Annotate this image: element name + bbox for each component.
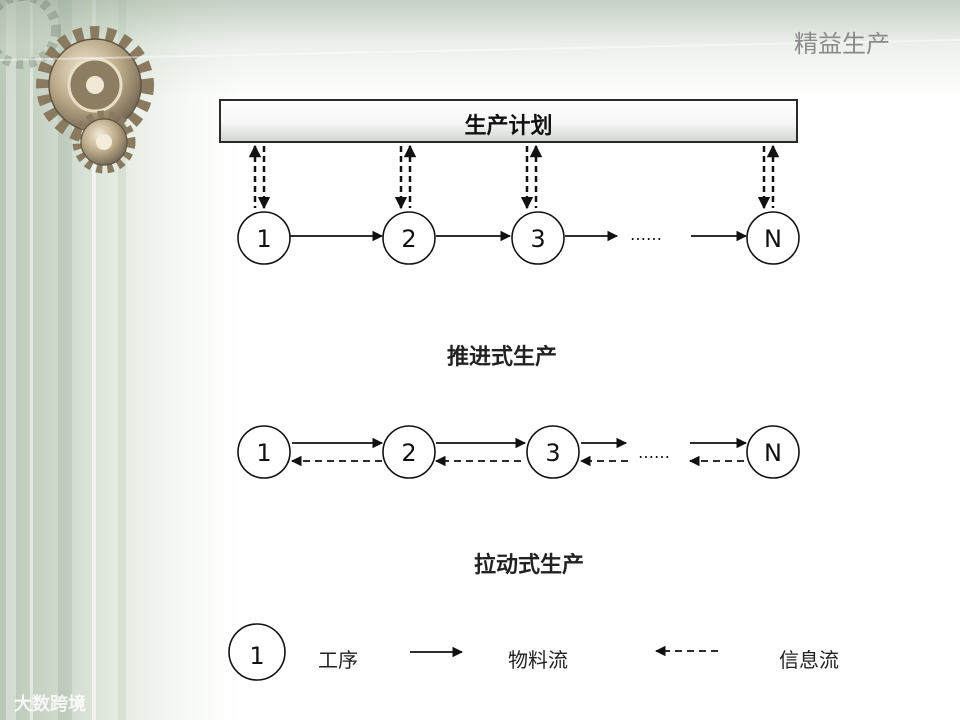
pull-node-2: 2 — [383, 426, 435, 478]
svg-text:1: 1 — [256, 225, 271, 253]
svg-text:3: 3 — [530, 225, 545, 253]
push-node-2: 2 — [383, 212, 435, 264]
svg-text:1: 1 — [249, 642, 264, 670]
pull-node-3: 3 — [527, 426, 579, 478]
plan-to-node-n-connector — [764, 146, 773, 208]
legend-process-label: 工序 — [318, 644, 358, 673]
push-production-caption: 推进式生产 — [447, 339, 557, 371]
pull-ellipsis: …… — [638, 443, 670, 462]
svg-text:2: 2 — [401, 439, 416, 467]
push-node-n: N — [747, 212, 799, 264]
pull-node-n: N — [747, 426, 799, 478]
watermark: 大数跨境 — [14, 690, 86, 716]
svg-text:2: 2 — [401, 225, 416, 253]
legend-material-label: 物料流 — [508, 644, 568, 673]
svg-text:N: N — [764, 439, 782, 467]
svg-text:1: 1 — [256, 439, 271, 467]
svg-text:3: 3 — [545, 439, 560, 467]
plan-to-node-2-connector — [401, 146, 410, 208]
legend-process-symbol: 1 — [229, 624, 285, 680]
legend-info-label: 信息流 — [779, 644, 839, 673]
push-node-3: 3 — [512, 212, 564, 264]
push-node-1: 1 — [238, 212, 290, 264]
production-plan-label: 生产计划 — [219, 108, 798, 140]
slide-title: 精益生产 — [794, 24, 890, 59]
plan-to-node-1-connector — [255, 146, 264, 208]
push-ellipsis: …… — [630, 225, 662, 244]
plan-to-node-3-connector — [527, 146, 536, 208]
pull-production-caption: 拉动式生产 — [474, 547, 584, 579]
svg-text:N: N — [764, 225, 782, 253]
pull-node-1: 1 — [238, 426, 290, 478]
